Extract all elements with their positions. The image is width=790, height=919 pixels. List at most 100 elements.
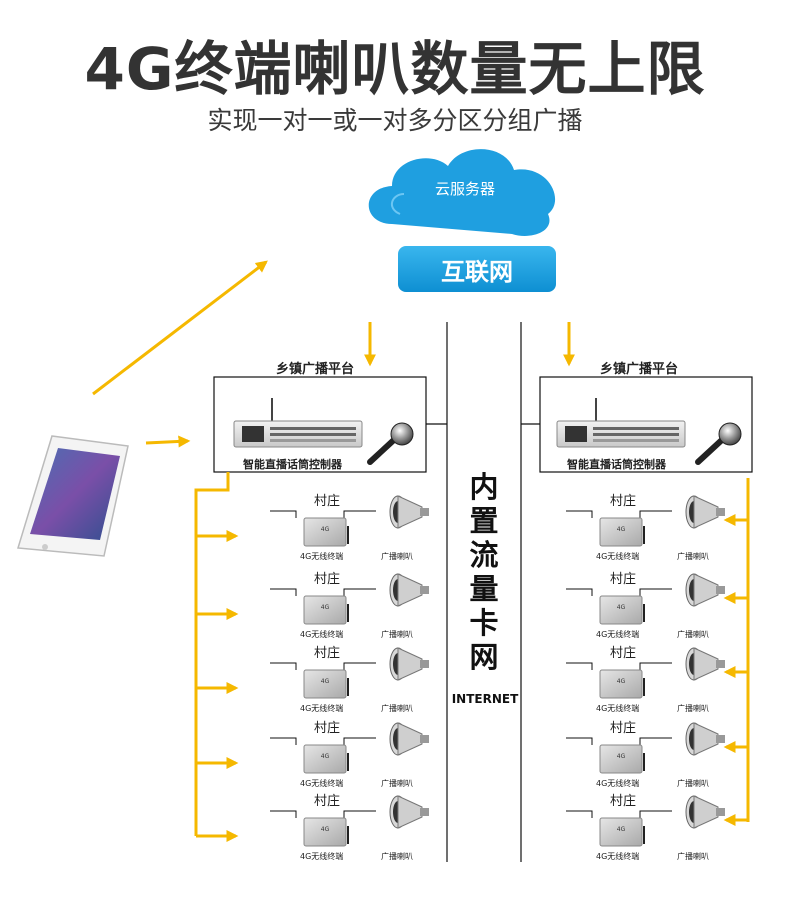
terminal-box-icon [599,517,643,547]
internet-text: INTERNET [451,692,519,706]
phone-to-platform-arrow [145,435,191,448]
speaker-feed-line [343,662,376,670]
cloud-icon [368,149,556,236]
left-village-label: 村庄 [314,572,341,587]
terminal-badge-text: 4G [321,678,330,685]
terminal-box-icon [599,595,643,625]
center-vertical-text: 内 置 流 量 卡 网 [464,470,504,674]
phone-to-cloud-arrow [92,260,268,396]
left-speaker-label: 广播喇叭 [381,704,413,713]
terminal-feed-line [566,510,593,518]
left-terminal-label: 4G无线终端 [300,704,344,713]
terminal-box-icon [303,669,347,699]
page-subtitle: 实现一对一或一对多分区分组广播 [207,106,583,135]
horn-speaker-icon [389,795,429,829]
horn-speaker-icon [389,573,429,607]
left-controller-label: 智能直播话筒控制器 [243,458,342,471]
left-speaker-label: 广播喇叭 [381,779,413,788]
terminal-feed-line [270,662,297,670]
speaker-feed-line [639,588,672,596]
terminal-badge-text: 4G [321,526,330,533]
terminal-feed-line [270,588,297,596]
speaker-feed-line [343,510,376,518]
right-speaker-label: 广播喇叭 [677,779,709,788]
terminal-feed-line [566,737,593,745]
right-village-label: 村庄 [610,572,637,587]
right-speaker-label: 广播喇叭 [677,630,709,639]
terminal-badge-text: 4G [321,604,330,611]
terminal-box-icon [303,517,347,547]
horn-speaker-icon [685,495,725,529]
left-platform-label: 乡镇广播平台 [276,362,355,377]
terminal-badge-text: 4G [617,753,626,760]
right-terminal-label: 4G无线终端 [596,704,640,713]
left-speaker-label: 广播喇叭 [381,630,413,639]
terminal-feed-line [566,662,593,670]
terminal-badge-text: 4G [321,753,330,760]
right-terminal-label: 4G无线终端 [596,852,640,861]
horn-speaker-icon [685,573,725,607]
left-terminal-label: 4G无线终端 [300,779,344,788]
horn-speaker-icon [685,647,725,681]
right-speaker-label: 广播喇叭 [677,852,709,861]
terminal-box-icon [303,817,347,847]
left-trunk-line [194,472,230,836]
right-terminal-label: 4G无线终端 [596,630,640,639]
terminal-badge-text: 4G [617,526,626,533]
horn-speaker-icon [685,795,725,829]
speaker-feed-line [639,510,672,518]
vertical-char: 网 [469,640,499,674]
vertical-char: 内 [469,470,499,504]
right-terminal-label: 4G无线终端 [596,552,640,561]
left-terminal-label: 4G无线终端 [300,552,344,561]
right-controller-label: 智能直播话筒控制器 [567,458,666,471]
vertical-char: 流 [469,538,499,572]
speaker-feed-line [343,810,376,818]
terminal-box-icon [599,744,643,774]
terminal-badge-text: 4G [617,826,626,833]
right-speaker-label: 广播喇叭 [677,704,709,713]
horn-speaker-icon [389,495,429,529]
left-village-label: 村庄 [314,721,341,736]
terminal-feed-line [566,588,593,596]
terminal-feed-line [566,810,593,818]
right-speaker-label: 广播喇叭 [677,552,709,561]
speaker-feed-line [343,737,376,745]
smartphone-icon [17,435,129,557]
left-terminal-label: 4G无线终端 [300,630,344,639]
controller-device-icon [556,398,686,448]
right-village-label: 村庄 [610,494,637,509]
speaker-feed-line [639,737,672,745]
horn-speaker-icon [389,647,429,681]
internet-badge: 互联网 [398,246,556,292]
horn-speaker-icon [685,722,725,756]
page-title: 4G终端喇叭数量无上限 [84,35,706,103]
vertical-char: 卡 [469,606,499,640]
left-speaker-label: 广播喇叭 [381,552,413,561]
terminal-feed-line [270,510,297,518]
cloud-server-label: 云服务器 [434,180,495,198]
right-branch-arrows [723,514,748,826]
terminal-box-icon [303,744,347,774]
speaker-feed-line [639,662,672,670]
controller-device-icon [233,398,363,448]
terminal-box-icon [303,595,347,625]
left-terminal-label: 4G无线终端 [300,852,344,861]
speaker-feed-line [343,588,376,596]
vertical-char: 置 [469,504,499,538]
speaker-feed-line [639,810,672,818]
left-branch-arrows [196,530,239,842]
terminal-feed-line [270,810,297,818]
terminal-box-icon [599,669,643,699]
right-terminal-label: 4G无线终端 [596,779,640,788]
left-village-label: 村庄 [314,794,341,809]
right-village-label: 村庄 [610,721,637,736]
microphone-icon [367,422,414,465]
terminal-badge-text: 4G [617,678,626,685]
horn-speaker-icon [389,722,429,756]
left-speaker-label: 广播喇叭 [381,852,413,861]
right-village-label: 村庄 [610,646,637,661]
